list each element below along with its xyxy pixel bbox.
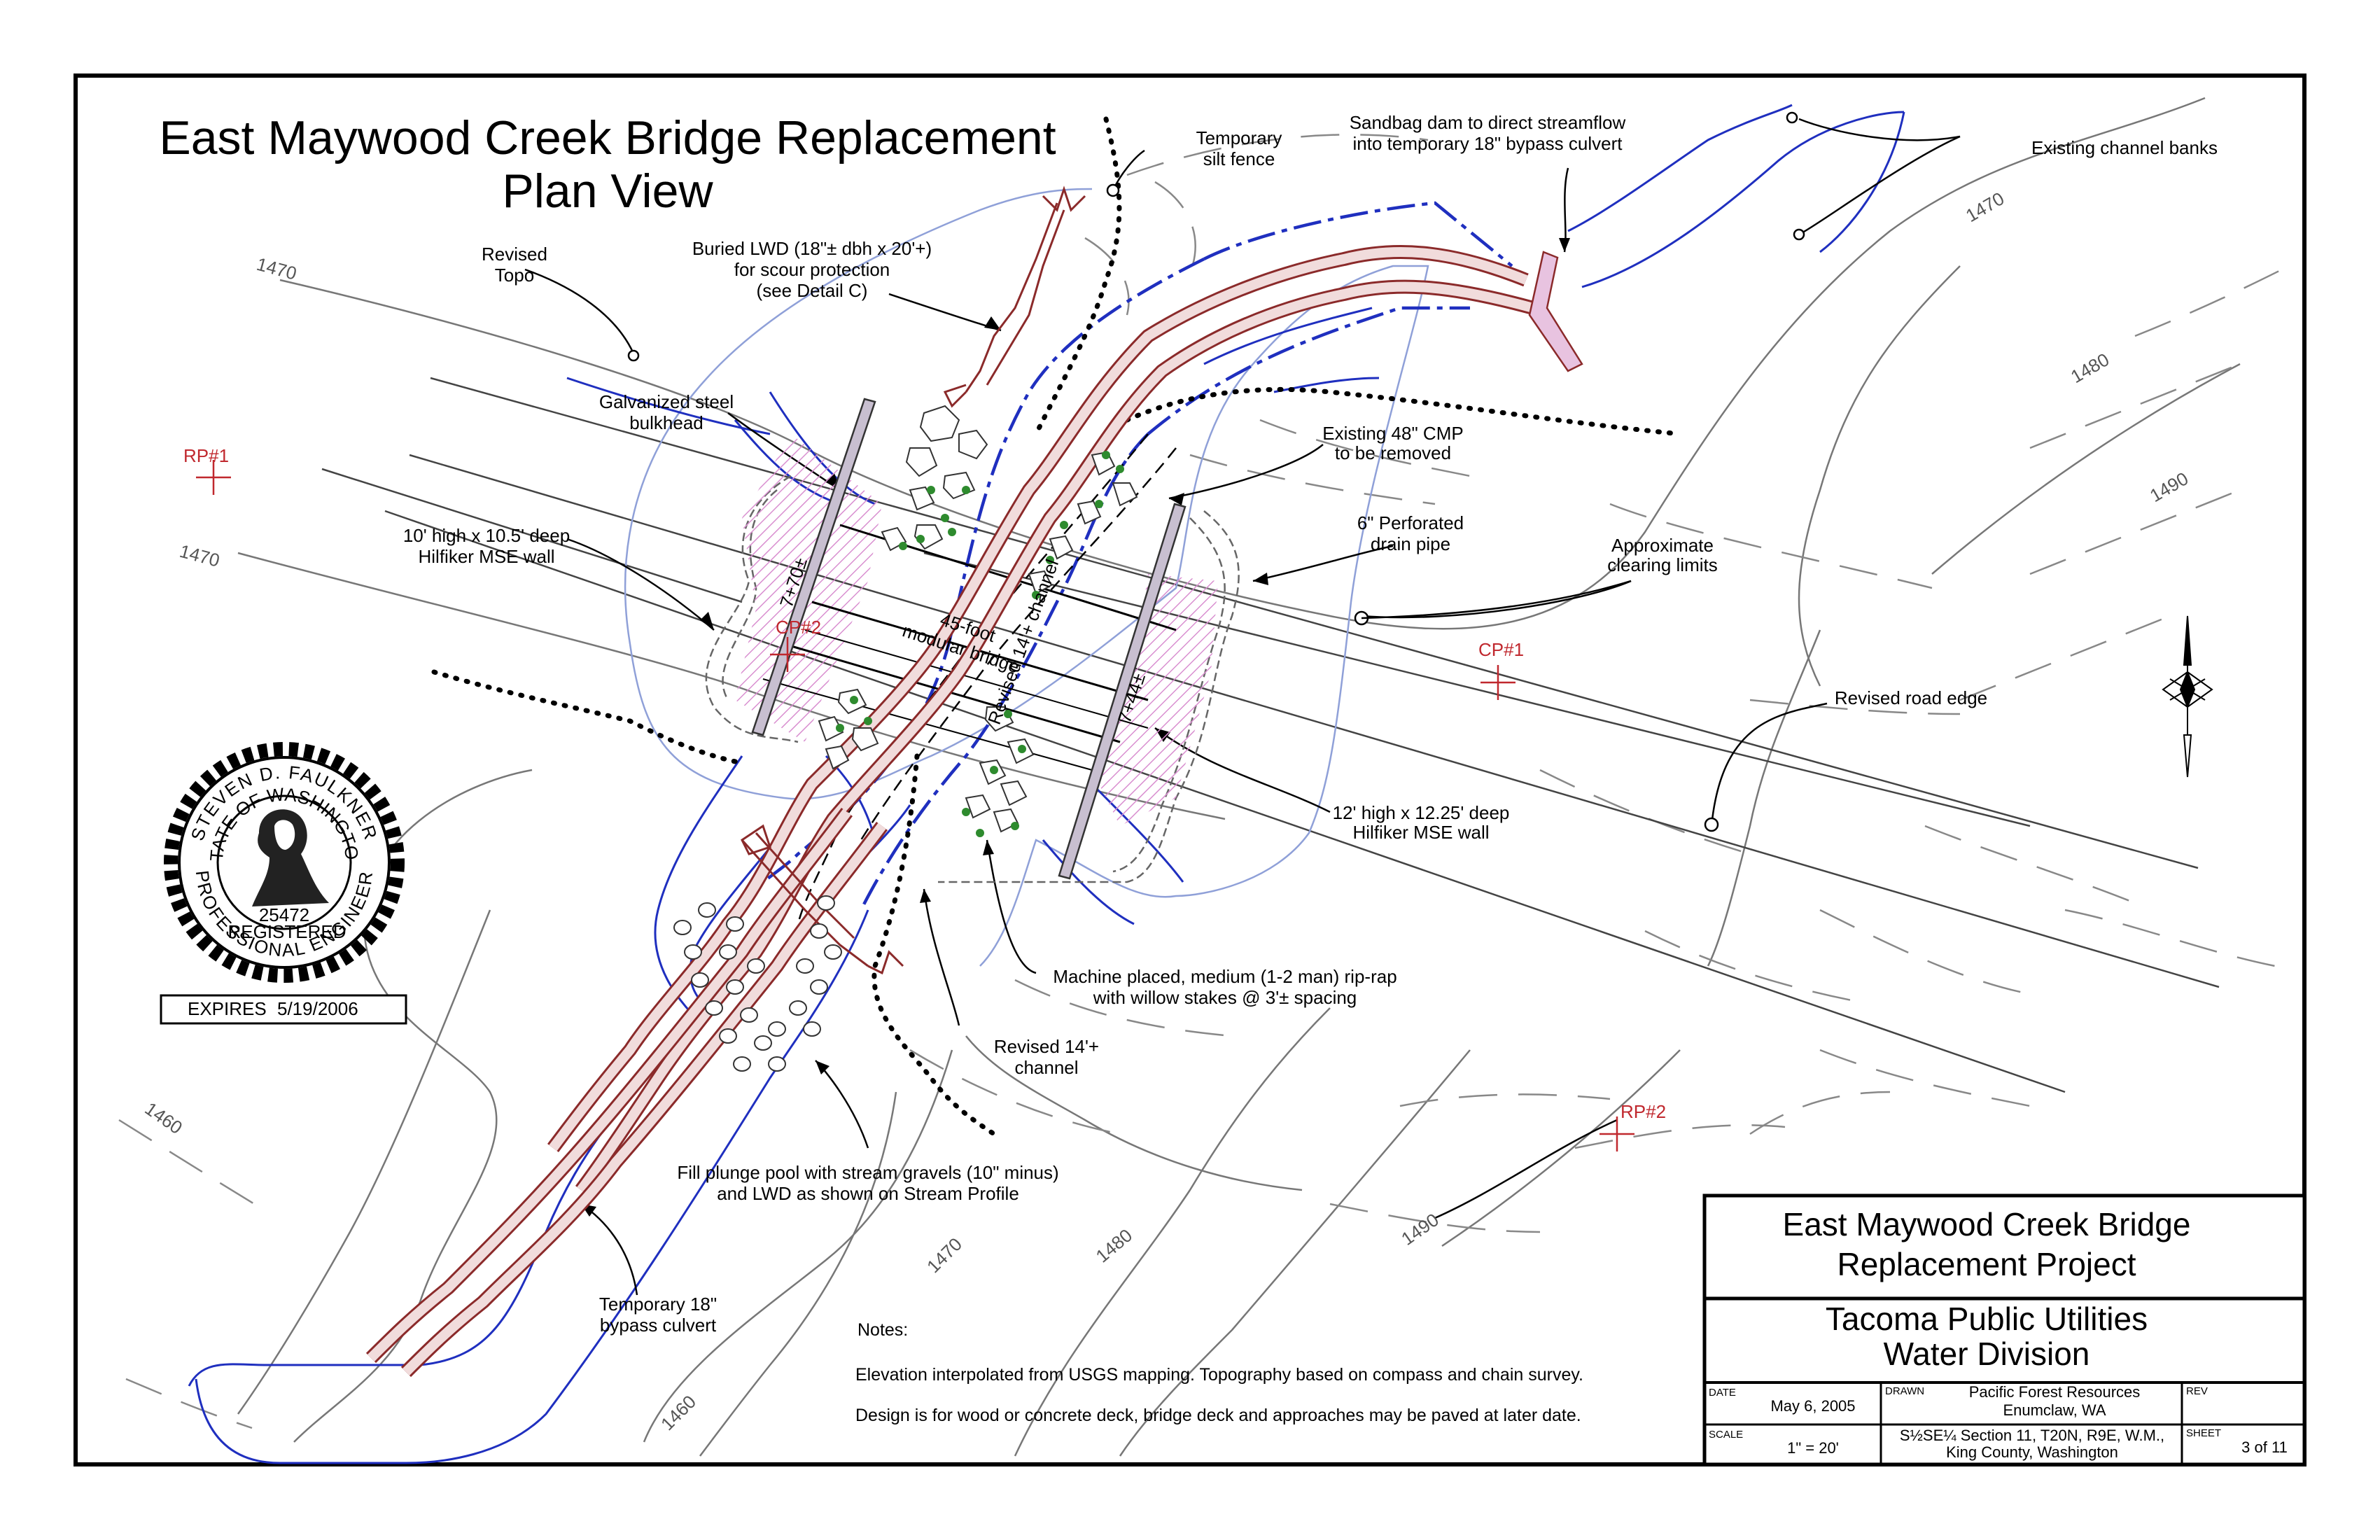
label-revised-topo-1: Revised bbox=[482, 244, 547, 265]
contour-label: 1460 bbox=[141, 1098, 187, 1138]
label-riprap-1: Machine placed, medium (1-2 man) rip-rap bbox=[1053, 966, 1396, 987]
label-clearing-2: clearing limits bbox=[1607, 554, 1718, 575]
tb-org-line2: Water Division bbox=[1884, 1336, 2090, 1372]
contour-label: 1490 bbox=[1397, 1209, 1443, 1250]
sandbag-dam bbox=[1528, 251, 1583, 372]
label-drain-pipe-2: drain pipe bbox=[1371, 533, 1450, 554]
label-cp1: CP#1 bbox=[1478, 639, 1524, 660]
bypass-culvert bbox=[365, 245, 1535, 1378]
expires-date: 5/19/2006 bbox=[277, 998, 358, 1019]
existing-channel-banks bbox=[188, 104, 1905, 1464]
contour-label: 1470 bbox=[254, 253, 299, 284]
label-cp2: CP#2 bbox=[776, 617, 821, 638]
pe-seal bbox=[164, 742, 405, 983]
label-revised-topo-2: Topo bbox=[495, 265, 534, 286]
label-bypass-1: Temporary 18" bbox=[599, 1294, 717, 1315]
label-silt-fence-1: Temporary bbox=[1196, 127, 1282, 148]
tb-date-value: May 6, 2005 bbox=[1770, 1397, 1855, 1415]
tb-rev-label: REV bbox=[2186, 1385, 2208, 1397]
label-plunge-pool-1: Fill plunge pool with stream gravels (10… bbox=[677, 1162, 1058, 1183]
label-clearing-1: Approximate bbox=[1611, 535, 1714, 556]
right-wall-hatch bbox=[1092, 574, 1218, 826]
silt-fence-lines bbox=[431, 116, 1683, 1137]
contour-label: 1470 bbox=[1962, 188, 2008, 226]
tb-location-line1: S½SE¼ Section 11, T20N, R9E, W.M., bbox=[1900, 1427, 2164, 1444]
label-bypass-2: bypass culvert bbox=[600, 1315, 717, 1336]
clearing-limit-line bbox=[624, 188, 1429, 967]
label-buried-lwd-1: Buried LWD (18"± dbh x 20'+) bbox=[692, 238, 932, 259]
contour-lines bbox=[237, 97, 2241, 1457]
label-existing-cmp-2: to be removed bbox=[1335, 442, 1451, 463]
label-revised-road: Revised road edge bbox=[1835, 687, 1987, 708]
tb-project-line2: Replacement Project bbox=[1837, 1246, 2136, 1282]
page-title-line1: East Maywood Creek Bridge Replacement bbox=[159, 111, 1056, 164]
notes-line2: Design is for wood or concrete deck, bri… bbox=[855, 1406, 1581, 1425]
label-rp2: RP#2 bbox=[1620, 1101, 1666, 1122]
expires-label: EXPIRES bbox=[188, 998, 267, 1019]
label-rp1: RP#1 bbox=[183, 445, 229, 466]
label-wall-right-1: 12' high x 12.25' deep bbox=[1333, 802, 1510, 823]
label-sandbag-1: Sandbag dam to direct streamflow bbox=[1350, 112, 1626, 133]
label-wall-left-2: Hilfiker MSE wall bbox=[418, 546, 554, 567]
label-revised-channel-1: Revised 14'+ bbox=[994, 1036, 1099, 1057]
road-lines bbox=[321, 377, 2220, 1093]
label-plunge-pool-2: and LWD as shown on Stream Profile bbox=[717, 1183, 1019, 1204]
label-galvanized-1: Galvanized steel bbox=[599, 391, 734, 412]
tb-drawn-line1: Pacific Forest Resources bbox=[1969, 1383, 2141, 1401]
tb-drawn-line2: Enumclaw, WA bbox=[2003, 1401, 2106, 1419]
willow-stakes bbox=[836, 451, 1124, 837]
label-silt-fence-2: silt fence bbox=[1203, 148, 1275, 169]
contour-label: 1480 bbox=[2067, 349, 2113, 387]
label-buried-lwd-2: for scour protection bbox=[734, 259, 890, 280]
tb-location-line2: King County, Washington bbox=[1946, 1443, 2118, 1461]
lwd-logs bbox=[741, 186, 1086, 975]
label-existing-cmp-1: Existing 48" CMP bbox=[1322, 423, 1463, 444]
drain-pipe-leader bbox=[1361, 580, 1632, 620]
tb-date-label: DATE bbox=[1709, 1387, 1736, 1399]
existing-cmp-edge bbox=[860, 447, 1177, 841]
seal-number: 25472 bbox=[259, 904, 309, 925]
notes-heading: Notes: bbox=[858, 1320, 908, 1340]
contour-label: 1460 bbox=[657, 1391, 700, 1434]
dashed-contours bbox=[118, 134, 2290, 1429]
contour-label: 1490 bbox=[2146, 468, 2192, 506]
expires-box bbox=[160, 994, 407, 1025]
tb-sheet-value: 3 of 11 bbox=[2241, 1438, 2288, 1456]
plunge-pool-gravels bbox=[673, 895, 842, 1072]
label-drain-pipe-1: 6" Perforated bbox=[1357, 512, 1464, 533]
tb-org-line1: Tacoma Public Utilities bbox=[1826, 1301, 2148, 1337]
bulkheads bbox=[751, 398, 1186, 880]
contour-label: 1480 bbox=[1092, 1224, 1137, 1266]
seal-registered: REGISTERED bbox=[227, 921, 346, 942]
leader-lines bbox=[524, 118, 1961, 1296]
north-arrow-icon bbox=[2162, 615, 2213, 778]
label-existing-banks: Existing channel banks bbox=[2031, 137, 2218, 158]
label-wall-left-1: 10' high x 10.5' deep bbox=[403, 525, 570, 546]
tb-sheet-label: SHEET bbox=[2186, 1427, 2221, 1439]
label-revised-channel-2: channel bbox=[1014, 1057, 1078, 1078]
label-riprap-2: with willow stakes @ 3'± spacing bbox=[1093, 987, 1357, 1008]
tb-scale-label: SCALE bbox=[1709, 1429, 1743, 1441]
label-wall-right-2: Hilfiker MSE wall bbox=[1352, 822, 1489, 843]
tb-scale-value: 1" = 20' bbox=[1787, 1439, 1839, 1457]
title-block bbox=[1702, 1194, 2306, 1466]
page-title-line2: Plan View bbox=[502, 164, 713, 218]
label-galvanized-2: bulkhead bbox=[629, 412, 704, 433]
contour-label: 1470 bbox=[177, 540, 222, 571]
tb-drawn-label: DRAWN bbox=[1885, 1385, 1924, 1397]
contour-label: 1470 bbox=[923, 1233, 966, 1277]
sheet-border bbox=[74, 74, 2306, 1466]
tb-project-line1: East Maywood Creek Bridge bbox=[1783, 1206, 2191, 1242]
notes-line1: Elevation interpolated from USGS mapping… bbox=[855, 1365, 1583, 1385]
label-buried-lwd-3: (see Detail C) bbox=[757, 280, 868, 301]
label-sandbag-2: into temporary 18" bypass culvert bbox=[1353, 133, 1623, 154]
control-point-marks bbox=[196, 460, 1634, 1152]
